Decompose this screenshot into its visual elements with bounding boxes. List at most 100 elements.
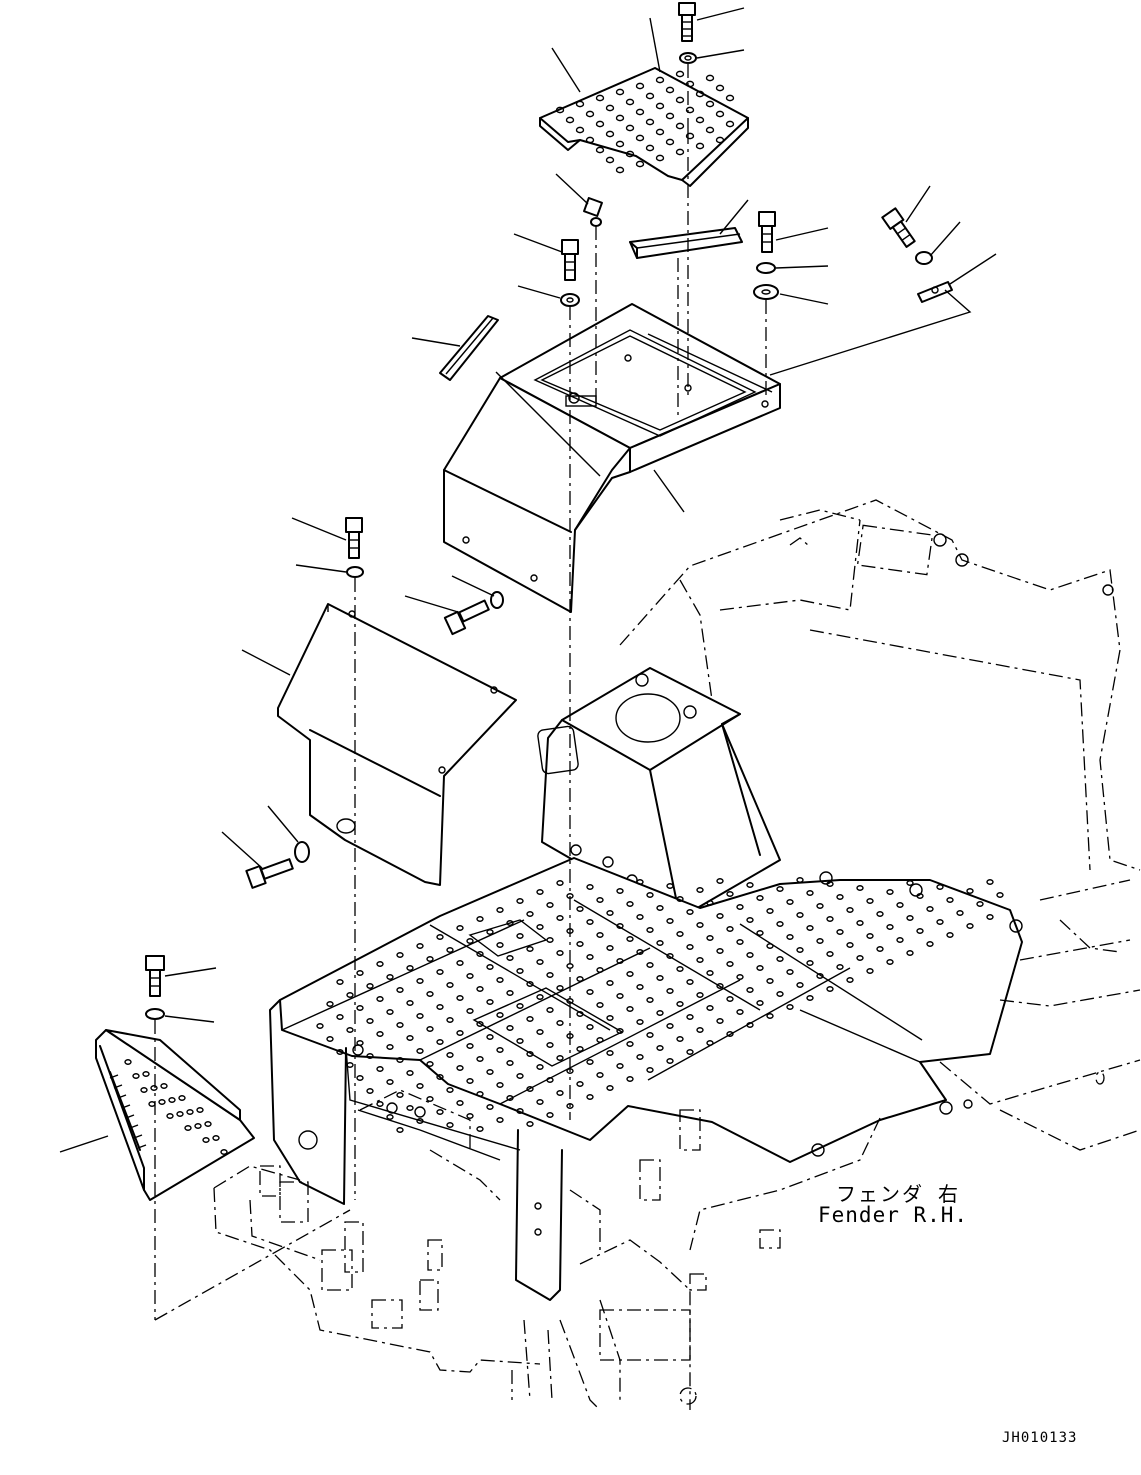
perforation-hole <box>158 1099 166 1105</box>
perforation-hole <box>486 1034 494 1040</box>
perforation-hole <box>846 977 854 983</box>
perforation-hole <box>665 86 675 94</box>
perforation-hole <box>326 1036 334 1042</box>
perforation-hole <box>826 986 834 992</box>
perforation-hole <box>746 1022 754 1028</box>
perforation-hole <box>220 1149 228 1155</box>
perforation-hole <box>476 986 484 992</box>
perforation-hole <box>716 878 724 884</box>
perforation-hole <box>936 919 944 925</box>
perforation-hole <box>606 1050 614 1056</box>
step-tooth <box>137 1144 147 1149</box>
perforation-hole <box>916 928 924 934</box>
perforation-hole <box>356 1075 364 1081</box>
perforation-hole <box>746 952 754 958</box>
perforation-hole <box>556 985 564 991</box>
perforation-hole <box>376 961 384 967</box>
perforation-hole <box>616 993 624 999</box>
perforation-hole <box>436 1109 444 1115</box>
perforation-hole <box>456 925 464 931</box>
perforation-hole <box>326 1001 334 1007</box>
perforation-hole <box>546 1077 554 1083</box>
perforation-hole <box>776 956 784 962</box>
perforation-hole <box>556 915 564 921</box>
perforation-hole <box>676 966 684 972</box>
perforation-hole <box>816 938 824 944</box>
washer-side-top <box>346 566 364 578</box>
perforation-hole <box>486 1069 494 1075</box>
perforation-hole <box>786 969 794 975</box>
perforation-hole <box>836 929 844 935</box>
perforation-hole <box>132 1073 140 1079</box>
perforation-hole <box>686 979 694 985</box>
bolt-mid-left <box>561 239 579 281</box>
perforation-hole <box>446 1087 454 1093</box>
perforation-hole <box>406 1070 414 1076</box>
perforation-hole <box>736 904 744 910</box>
perforation-hole <box>636 1019 644 1025</box>
perforation-hole <box>496 1047 504 1053</box>
perforation-hole <box>536 959 544 965</box>
perforation-hole <box>655 76 665 84</box>
perforation-hole <box>456 1030 464 1036</box>
perforation-hole <box>866 898 874 904</box>
perforation-hole <box>586 954 594 960</box>
perforation-hole <box>166 1113 174 1119</box>
perforation-hole <box>356 1005 364 1011</box>
perforation-hole <box>695 90 705 98</box>
perforation-hole <box>726 1031 734 1037</box>
perforation-hole <box>516 898 524 904</box>
perforation-hole <box>406 1035 414 1041</box>
perforation-hole <box>806 960 814 966</box>
perforation-hole <box>646 892 654 898</box>
perforation-hole <box>596 1002 604 1008</box>
perforation-hole <box>526 1086 534 1092</box>
perforation-hole <box>656 975 664 981</box>
perforation-hole <box>426 1061 434 1067</box>
perforation-hole <box>416 1013 424 1019</box>
perforation-hole <box>536 994 544 1000</box>
perforation-hole <box>836 894 844 900</box>
perforation-hole <box>756 930 764 936</box>
perforation-hole <box>756 895 764 901</box>
perforation-hole <box>635 134 645 142</box>
perforation-hole <box>726 996 734 1002</box>
perforation-hole <box>466 1008 474 1014</box>
perforation-hole <box>696 922 704 928</box>
perforation-hole <box>696 992 704 998</box>
perforation-hole <box>426 1096 434 1102</box>
perforation-hole <box>150 1085 158 1091</box>
perforation-hole <box>655 102 665 110</box>
perforation-hole <box>846 942 854 948</box>
perforation-hole <box>506 920 514 926</box>
perforation-hole <box>926 906 934 912</box>
perforation-hole <box>596 1072 604 1078</box>
perforation-hole <box>615 114 625 122</box>
perforation-hole <box>676 1001 684 1007</box>
perforation-hole <box>636 879 644 885</box>
perforation-hole <box>646 997 654 1003</box>
perforation-hole <box>386 1114 394 1120</box>
perforation-hole <box>716 948 724 954</box>
perforation-hole <box>696 1027 704 1033</box>
perforation-hole <box>506 1095 514 1101</box>
perforation-hole <box>496 942 504 948</box>
perforation-hole <box>576 976 584 982</box>
perforation-hole <box>476 951 484 957</box>
perforation-hole <box>142 1071 150 1077</box>
perforation-hole <box>456 995 464 1001</box>
perforation-hole <box>575 126 585 134</box>
perforation-hole <box>996 892 1004 898</box>
perforation-hole <box>606 980 614 986</box>
perforation-hole <box>486 1104 494 1110</box>
perforation-hole <box>666 953 674 959</box>
rubber-strip-upper <box>629 227 743 259</box>
perforation-hole <box>896 937 904 943</box>
step-tooth <box>113 1084 123 1089</box>
perforation-hole <box>476 1126 484 1132</box>
perforation-hole <box>646 962 654 968</box>
washer-side-horizontal <box>490 591 504 609</box>
perforation-hole <box>516 1073 524 1079</box>
perforation-hole <box>635 82 645 90</box>
perforation-hole <box>376 1031 384 1037</box>
